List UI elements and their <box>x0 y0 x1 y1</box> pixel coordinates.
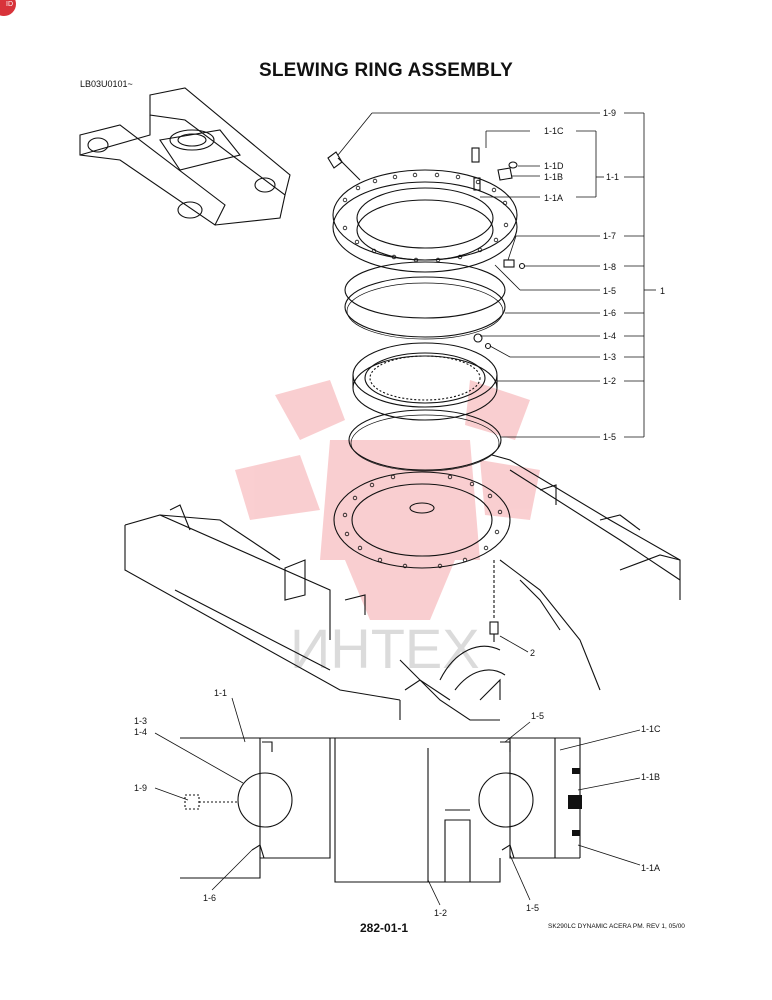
callout-1-1B: 1-1B <box>544 172 564 182</box>
seal-1-6 <box>344 276 506 338</box>
watermark-text: ИНТЕХ <box>290 617 480 680</box>
undercarriage-thumbnail <box>79 87 291 226</box>
callout-1-9: 1-9 <box>603 108 617 118</box>
callout-1-1: 1-1 <box>606 172 620 182</box>
inner-gear-ring-1-2 <box>352 342 498 421</box>
bolt-holes <box>342 172 509 263</box>
callout-1-2: 1-2 <box>603 376 617 386</box>
watermark-logo <box>235 380 540 620</box>
callout-2: 2 <box>530 648 536 658</box>
page-title: SLEWING RING ASSEMBLY <box>258 60 514 81</box>
section-callout-1-9: 1-9 <box>134 783 148 793</box>
leader-lines <box>154 112 656 906</box>
section-callout-1-2: 1-2 <box>434 908 448 918</box>
section-callout-1-1B: 1-1B <box>641 772 661 782</box>
callout-1: 1 <box>660 286 666 296</box>
corner-badge: ID <box>0 0 16 16</box>
section-callout-1-4: 1-4 <box>134 727 148 737</box>
section-callout-1-6: 1-6 <box>203 893 217 903</box>
seal-1-5-lower <box>348 409 502 471</box>
callout-1-5-lower: 1-5 <box>603 432 617 442</box>
callout-1-4: 1-4 <box>603 331 617 341</box>
pin-parts <box>471 147 526 270</box>
callout-1-1C: 1-1C <box>544 126 564 136</box>
bolt-2 <box>489 560 499 642</box>
outer-ring-1-1 <box>332 169 518 273</box>
grease-fitting-1-9 <box>327 151 361 181</box>
lower-frame <box>124 454 681 721</box>
model-code: LB03U0101~ <box>80 79 133 89</box>
frame-mount-ring <box>333 471 511 569</box>
section-callout-1-1A: 1-1A <box>641 863 661 873</box>
callout-1-6: 1-6 <box>603 308 617 318</box>
section-callout-1-3: 1-3 <box>134 716 148 726</box>
section-callout-1-1C: 1-1C <box>641 724 661 734</box>
callout-1-1A: 1-1A <box>544 193 564 203</box>
page-number: 282-01-1 <box>360 921 409 935</box>
cross-section-view <box>180 737 582 883</box>
callout-1-3: 1-3 <box>603 352 617 362</box>
callout-1-5: 1-5 <box>603 286 617 296</box>
section-callout-1-1: 1-1 <box>214 688 228 698</box>
callout-1-1D: 1-1D <box>544 161 564 171</box>
callout-1-7: 1-7 <box>603 231 617 241</box>
section-callout-1-5-top: 1-5 <box>531 711 545 721</box>
callout-1-8: 1-8 <box>603 262 617 272</box>
seal-1-5-upper <box>344 261 506 319</box>
footer-note: SK290LC DYNAMIC ACERA PM. REV 1, 05/00 <box>548 923 685 930</box>
section-callout-1-5-bottom: 1-5 <box>526 903 540 913</box>
